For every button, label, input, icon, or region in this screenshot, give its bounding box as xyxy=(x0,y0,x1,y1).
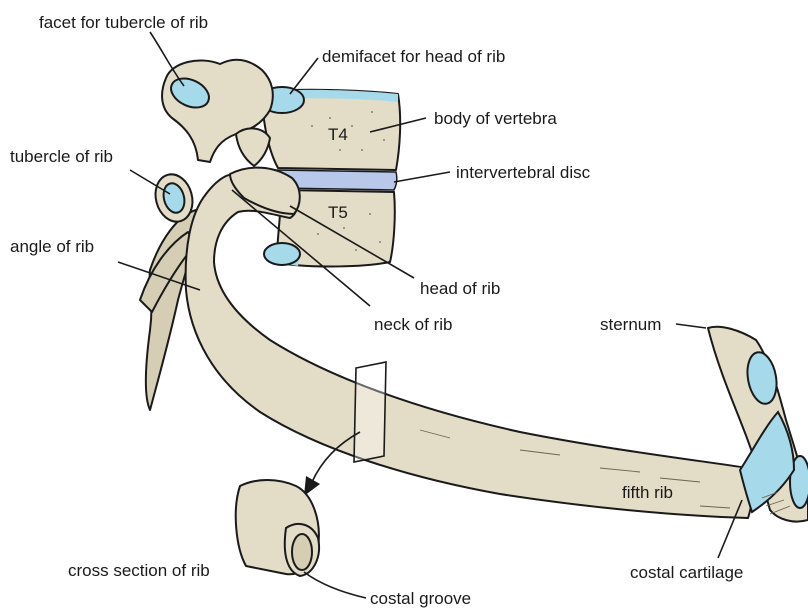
label-demifacet-head: demifacet for head of rib xyxy=(322,47,505,66)
label-facet-tubercle: facet for tubercle of rib xyxy=(39,13,208,32)
pedicle xyxy=(236,128,270,166)
label-fifth-rib: fifth rib xyxy=(622,483,673,502)
label-t4: T4 xyxy=(328,125,348,144)
cross-section-of-rib xyxy=(236,480,319,576)
label-angle-rib: angle of rib xyxy=(10,237,94,256)
label-sternum: sternum xyxy=(600,315,661,334)
label-costal-groove: costal groove xyxy=(370,589,471,608)
label-costal-cartilage: costal cartilage xyxy=(630,563,743,582)
demifacet-lower-t5 xyxy=(264,243,300,265)
label-head-rib: head of rib xyxy=(420,279,500,298)
label-t5: T5 xyxy=(328,203,348,222)
label-body-vertebra: body of vertebra xyxy=(434,109,557,128)
section-plane xyxy=(354,362,386,462)
label-tubercle-rib: tubercle of rib xyxy=(10,147,113,166)
label-cross-section: cross section of rib xyxy=(68,561,210,580)
label-intervertebral-disc: intervertebral disc xyxy=(456,163,591,182)
label-neck-rib: neck of rib xyxy=(374,315,452,334)
